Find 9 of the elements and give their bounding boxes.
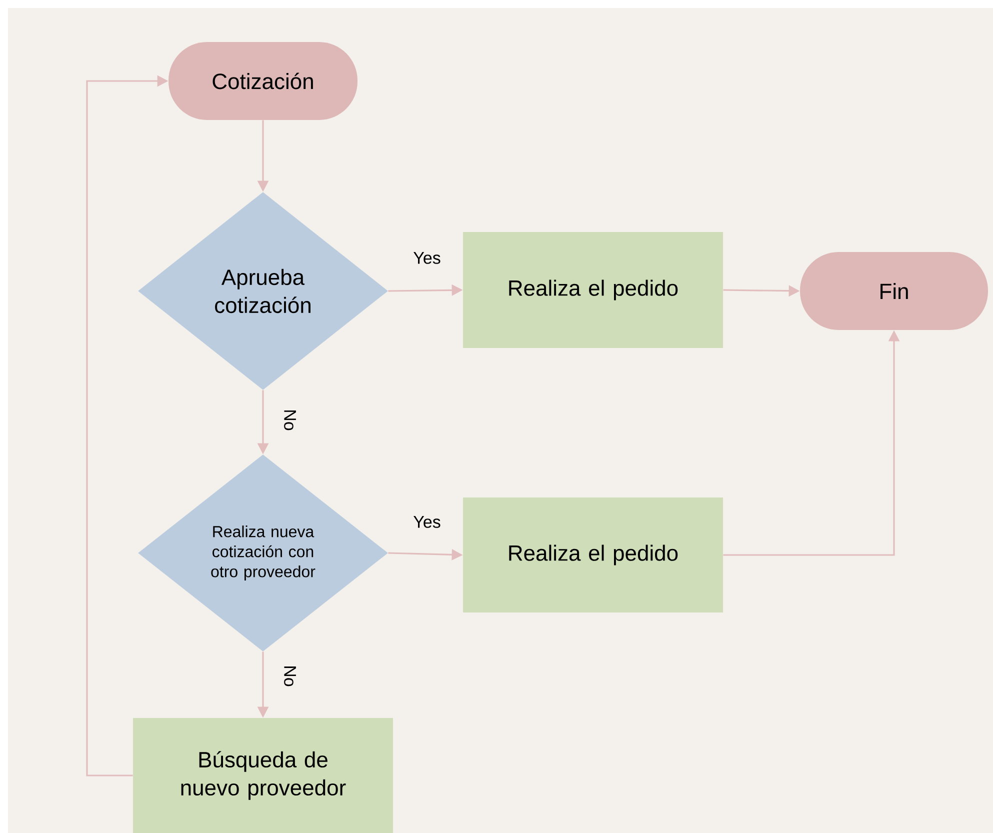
edge-label: No [283, 408, 297, 432]
process-box: Búsqueda de nuevo proveedor [133, 718, 393, 833]
edge-label: Yes [412, 251, 442, 265]
terminal-pill: Cotización [168, 42, 358, 120]
edge-label: Yes [412, 515, 442, 529]
process-box: Realiza el pedido [463, 498, 723, 612]
edge-label: No [283, 664, 297, 688]
terminal-pill: Fin [800, 252, 988, 330]
process-box: Realiza el pedido [463, 232, 723, 348]
